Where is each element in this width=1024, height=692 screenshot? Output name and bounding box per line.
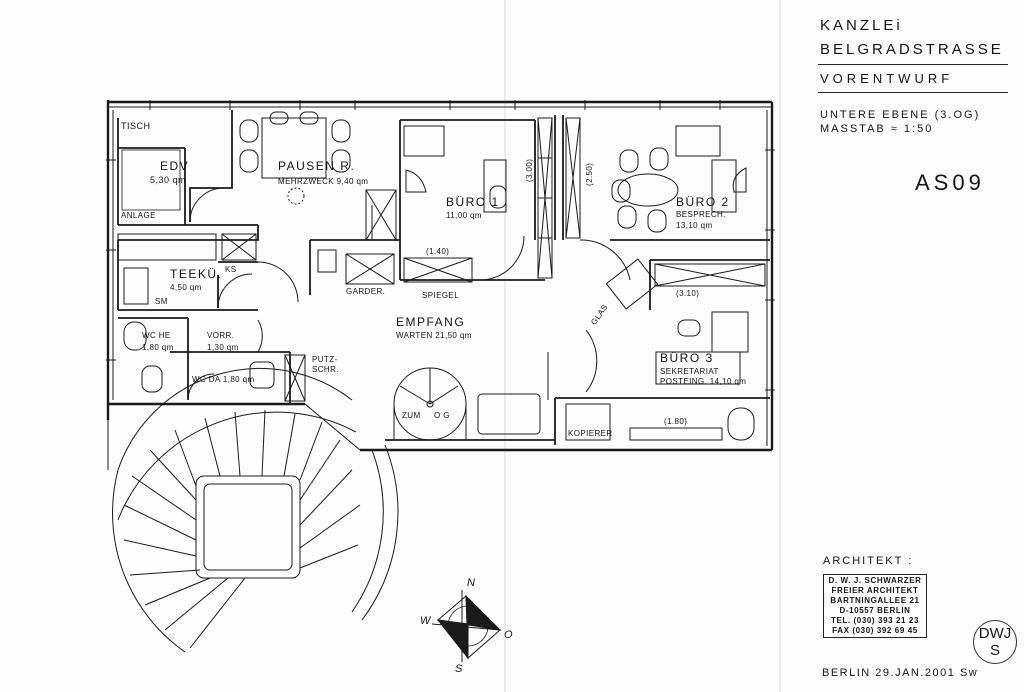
date-line: BERLIN 29.JAN.2001 Sw [822, 667, 979, 679]
title-rule [818, 64, 1008, 65]
architect-seal: DWJ S [973, 620, 1017, 664]
seal-line-2: S [989, 642, 1000, 659]
architect-street: BARTNINGALLEE 21 [830, 596, 920, 605]
project-title: KANZLEi [820, 17, 903, 34]
scale-label: MASSTAB ≈ 1:50 [820, 123, 934, 135]
label-edv: EDV [160, 159, 190, 173]
sheet-number: AS09 [915, 170, 985, 195]
label-wc-da: WC DA 1,80 qm [192, 375, 255, 384]
level-label: UNTERE EBENE (3.OG) [820, 109, 981, 121]
label-zum: ZUM [402, 411, 421, 420]
project-subtitle: BELGRADSTRASSE [820, 41, 1004, 58]
label-mehrzweck: MEHRZWECK 9,40 qm [278, 177, 369, 186]
compass-n: N [467, 577, 475, 589]
design-stage: VORENTWURF [820, 71, 954, 86]
fold-lines [504, 0, 781, 692]
architect-city: D-10557 BERLIN [839, 606, 911, 615]
label-ks: KS [225, 265, 237, 274]
dim-300: (3.00) [525, 158, 534, 182]
architect-role: FREIER ARCHITEKT [831, 586, 919, 595]
main-staircase [107, 367, 399, 653]
label-teekueche-area: 4,50 qm [170, 283, 202, 292]
label-spiegel: SPIEGEL [422, 291, 460, 300]
label-kopierer: KOPIERER [568, 429, 613, 438]
label-tisch: TISCH [121, 121, 151, 131]
label-sekretariat: SEKRETARIAT [660, 367, 719, 376]
architect-name: D. W. J. SCHWARZER [828, 576, 922, 585]
dim-180: (1.80) [664, 417, 688, 426]
exterior-walls [106, 100, 774, 452]
label-sm: SM [155, 297, 168, 306]
label-edv-area: 5,30 qm [150, 175, 187, 185]
dim-140: (1.40) [426, 247, 450, 256]
title-rule-2 [818, 92, 1008, 93]
dim-250: (2.50) [585, 162, 594, 186]
doors [187, 187, 631, 401]
dim-310: (3.10) [676, 289, 700, 298]
compass-o: O [504, 629, 513, 641]
label-og: O G [434, 411, 450, 420]
label-putz: PUTZ- [312, 355, 338, 364]
furniture [121, 111, 755, 441]
cabinets [117, 117, 766, 402]
spiral-stair [393, 367, 467, 441]
label-vorraum-area: 1,30 qm [207, 343, 239, 352]
label-buero-2: BÜRO 2 [676, 195, 730, 209]
label-pausenraum: PAUSEN R. [278, 159, 356, 173]
compass-s: S [455, 663, 463, 675]
compass-w: W [420, 615, 431, 627]
architect-heading: ARCHITEKT : [823, 555, 914, 567]
label-empfang: EMPFANG [396, 315, 466, 329]
label-posteingang: POSTEING. 14,10 qm [660, 377, 747, 386]
label-wc-he: WC HE [142, 331, 171, 340]
label-garderobe: GARDER. [346, 287, 386, 296]
label-vorraum: VORR. [207, 331, 235, 340]
label-teekueche: TEEKÜ. [170, 267, 223, 281]
label-buero-2-area: 13,10 qm [676, 221, 713, 230]
compass-rose [431, 590, 502, 662]
label-warten: WARTEN 21,50 qm [396, 331, 472, 340]
label-besprech: BESPRECH. [676, 210, 726, 219]
label-wc-he-area: 1,80 qm [142, 343, 174, 352]
architect-fax: FAX (030) 392 69 45 [832, 626, 918, 635]
seal-line-1: DWJ [978, 625, 1012, 642]
architect-tel: TEL. (030) 393 21 23 [830, 616, 920, 625]
label-buero-3: BÜRO 3 [660, 351, 714, 365]
architect-stamp: D. W. J. SCHWARZER FREIER ARCHITEKT BART… [823, 574, 927, 638]
windows [106, 100, 775, 446]
label-buero-1: BÜRO 1 [446, 195, 500, 209]
label-buero-1-area: 11,00 qm [446, 211, 482, 220]
label-anlage: ANLAGE [121, 211, 156, 220]
label-schrank: SCHR. [312, 365, 339, 374]
